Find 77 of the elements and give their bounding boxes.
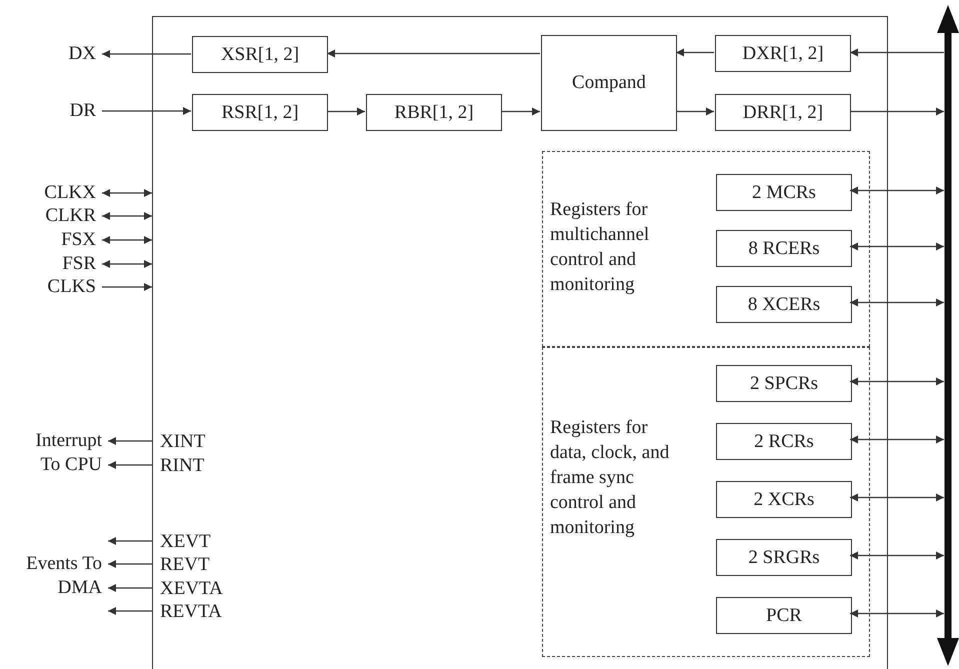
arrow <box>102 236 152 244</box>
label-text: FSR <box>62 252 96 276</box>
arrow <box>102 260 152 268</box>
label-text: CLKS <box>47 275 96 299</box>
box-label: XSR[1, 2] <box>220 44 300 66</box>
box-label: RBR[1, 2] <box>394 102 474 124</box>
arrow <box>327 108 365 116</box>
arrow <box>676 48 714 56</box>
label-text: DR <box>70 99 96 123</box>
arrow <box>108 584 152 592</box>
arrow <box>850 436 944 444</box>
box-label: 2 XCRs <box>754 488 814 510</box>
register-box <box>715 35 851 72</box>
arrow <box>850 186 944 194</box>
pin-label: REVTA <box>153 600 243 624</box>
box-label: 2 RCRs <box>754 430 814 452</box>
pin-label: XINT <box>153 430 223 454</box>
arrow <box>676 108 714 116</box>
arrow <box>327 50 540 58</box>
compand-box <box>541 35 677 131</box>
arrow <box>850 108 944 116</box>
box-label: Compand <box>572 72 646 94</box>
register-box <box>192 36 328 73</box>
pin-label: XEVTA <box>153 577 243 601</box>
box-label: 8 RCERs <box>748 238 820 260</box>
arrow <box>501 108 540 116</box>
arrow <box>850 552 944 560</box>
pin-label: REVT <box>153 553 243 577</box>
box-label: DXR[1, 2] <box>742 42 824 64</box>
box-label: 2 SRGRs <box>748 546 820 568</box>
arrow <box>850 242 944 250</box>
arrow <box>102 107 191 115</box>
arrow <box>850 610 944 618</box>
label-text: FSX <box>61 228 96 252</box>
box-label: 2 MCRs <box>752 182 816 204</box>
arrow <box>102 212 152 220</box>
register-box <box>716 597 852 634</box>
arrow <box>850 48 944 56</box>
label-text: DX <box>68 42 96 66</box>
register-box <box>715 94 851 131</box>
box-label: RSR[1, 2] <box>221 102 299 124</box>
arrow <box>108 560 152 568</box>
register-box <box>716 539 852 576</box>
label-text: CLKX <box>44 181 96 205</box>
box-label: 2 SPCRs <box>750 372 818 394</box>
data-bus <box>937 5 959 666</box>
label-text: Events To DMA <box>25 552 102 600</box>
arrow <box>850 494 944 502</box>
arrow <box>850 298 944 306</box>
label-text: CLKR <box>45 204 96 228</box>
arrow <box>102 283 152 291</box>
group-description: Registers for multichannel control and monitoring <box>550 198 650 297</box>
pin-label: RINT <box>153 454 223 478</box>
box-label: DRR[1, 2] <box>742 102 824 124</box>
register-box <box>716 230 852 267</box>
register-box <box>716 423 852 460</box>
register-group-box <box>542 347 870 657</box>
register-group-box <box>542 151 870 347</box>
arrow <box>108 461 152 469</box>
label-text: Interrupt To CPU <box>34 429 102 477</box>
arrow <box>102 50 191 58</box>
register-box <box>716 286 852 323</box>
pin-label: XEVT <box>153 530 243 554</box>
box-label: 8 XCERs <box>748 294 820 316</box>
arrow <box>108 437 152 445</box>
box-label: PCR <box>766 604 802 626</box>
arrow <box>108 537 152 545</box>
register-box <box>366 94 502 131</box>
register-box <box>192 94 328 131</box>
peripheral-block <box>152 16 888 669</box>
arrow <box>102 189 152 197</box>
register-box <box>716 365 852 402</box>
register-box <box>716 481 852 518</box>
group-description: Registers for data, clock, and frame sync control and monitoring <box>550 416 670 540</box>
register-box <box>716 174 852 211</box>
arrow <box>850 378 944 386</box>
arrow <box>108 607 152 615</box>
